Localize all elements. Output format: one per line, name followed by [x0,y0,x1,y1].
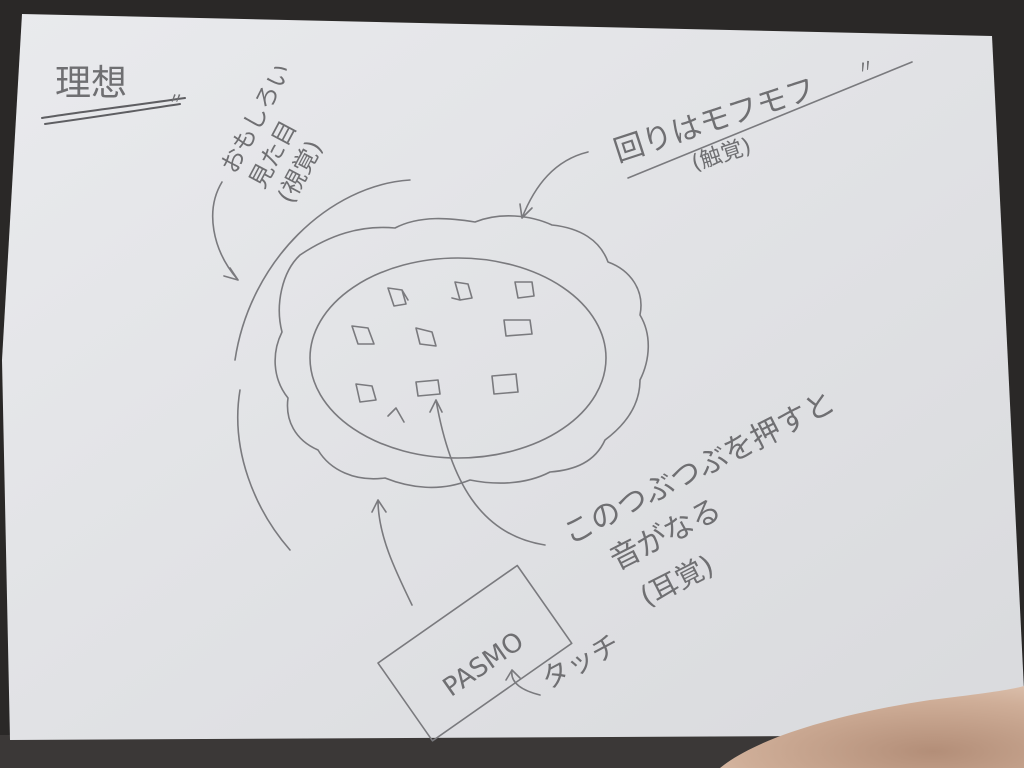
finger [720,686,1024,768]
arrow-card [371,499,413,606]
fluffy-outline [274,215,650,489]
title-mark: 〃 [168,89,184,108]
bumps [351,281,535,423]
title-text: 理想 [55,63,127,104]
touch-underline [627,61,913,179]
pasmo-card-outline [377,564,573,742]
label-touch-mark: 〃 [854,55,878,81]
bump [355,383,377,403]
title-underline [41,97,186,125]
inner-oval [309,257,607,459]
arc-outer-2 [236,389,291,551]
arrow-visual [211,181,239,281]
bump [451,281,473,301]
arc-outer-1 [234,179,411,361]
arrow-sound [429,399,546,546]
bump [415,379,441,397]
bump [351,325,375,345]
bump [387,287,409,307]
bump [415,327,437,347]
bump [491,373,519,395]
bump [503,319,533,337]
arrow-touch-action [505,669,541,696]
bump [514,281,535,299]
paper-sheet [2,14,1024,740]
bump [387,407,405,423]
